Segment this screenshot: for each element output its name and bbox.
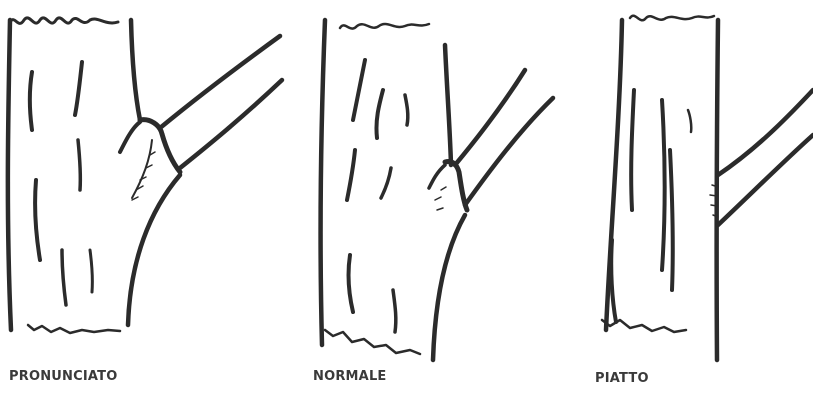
- bark-texture: [30, 62, 93, 305]
- trunk-outline: [606, 20, 718, 360]
- pronounced-collar-sketch: [0, 0, 300, 370]
- caption-piatto: PIATTO: [595, 371, 649, 386]
- bark-texture: [611, 90, 691, 322]
- cut-edges: [325, 24, 429, 354]
- branch-collar: [429, 162, 467, 210]
- caption-normale: NORMALE: [313, 369, 387, 384]
- trunk-outline: [8, 20, 180, 330]
- branch-outline: [160, 36, 282, 168]
- normal-collar-sketch: [295, 0, 565, 370]
- caption-pronunciato: PRONUNCIATO: [9, 369, 117, 384]
- branch-outline: [455, 70, 553, 205]
- trunk-outline: [321, 20, 465, 360]
- flat-collar-sketch: [570, 0, 813, 370]
- branch-outline: [718, 90, 813, 225]
- bark-texture: [347, 60, 408, 332]
